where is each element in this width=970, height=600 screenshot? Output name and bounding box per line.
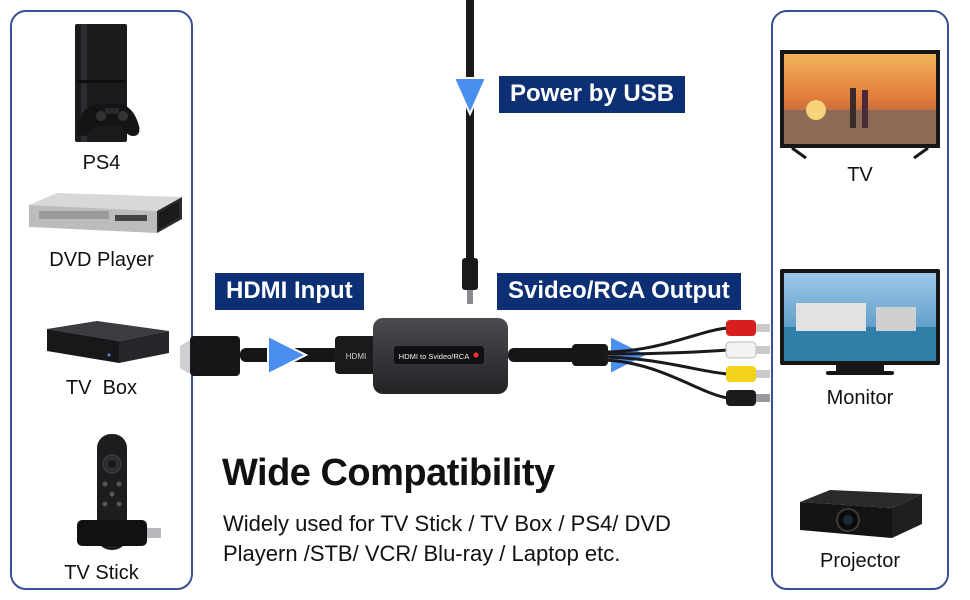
- rca-wire: [603, 355, 729, 376]
- device-tv: TV: [773, 48, 947, 187]
- rca-red-tip: [756, 324, 770, 332]
- description-line: Widely used for TV Stick / TV Box / PS4/…: [223, 511, 671, 536]
- converter-face: [394, 346, 484, 364]
- device-ps4: PS4: [12, 20, 191, 175]
- headline: Wide Compatibility: [222, 452, 555, 494]
- output-tag: Svideo/RCA Output: [497, 273, 741, 310]
- ps4-console-icon: [74, 24, 139, 142]
- power-arrow-icon: [452, 77, 488, 117]
- device-label: Projector: [819, 550, 901, 572]
- dvd-player-icon: [28, 193, 182, 233]
- rca-red-plug: [726, 320, 756, 336]
- usb-plug: [462, 258, 478, 290]
- power-led: [473, 352, 479, 358]
- converter-label: HDMI to Svideo/RCA: [399, 352, 469, 361]
- svideo-wire: [603, 358, 729, 400]
- hdmi-port-label: HDMI: [346, 352, 366, 361]
- device-label: TV Box: [65, 377, 138, 399]
- output-cable-sleeve: [572, 344, 608, 366]
- output-devices-panel: TV Monitor Projector: [771, 10, 949, 590]
- device-label: DVD Player: [49, 249, 154, 271]
- output-cable: [508, 348, 578, 362]
- rca-white-plug: [725, 341, 757, 359]
- hdmi-plug-tip: [180, 340, 190, 374]
- hdmi-plug: [190, 336, 240, 376]
- hdmi-arrow-icon: [267, 334, 309, 376]
- device-tv-box: TV Box: [12, 317, 191, 400]
- source-devices-panel: PS4 DVD Player TV Box: [10, 10, 193, 590]
- device-label: TV: [847, 164, 873, 186]
- device-label: TV Stick: [64, 562, 139, 584]
- tv-icon: [780, 50, 940, 160]
- description-line: Playern /STB/ VCR/ Blu-ray / Laptop etc.: [223, 541, 621, 566]
- device-label: Monitor: [826, 387, 894, 409]
- device-tv-stick: TV Stick: [12, 432, 191, 585]
- hdmi-input-tag: HDMI Input: [215, 273, 364, 310]
- hdmi-port-block: [335, 336, 377, 374]
- rca-yellow-plug: [726, 366, 756, 382]
- tv-stick-icon: [76, 434, 161, 550]
- power-by-usb-tag: Power by USB: [499, 76, 686, 113]
- rca-wire: [603, 326, 729, 354]
- projector-icon: [800, 490, 922, 538]
- monitor-icon: [780, 269, 940, 375]
- description: Widely used for TV Stick / TV Box / PS4/…: [223, 509, 743, 569]
- rca-yellow-tip: [756, 370, 770, 378]
- svideo-tip: [756, 394, 770, 402]
- device-projector: Projector: [773, 484, 947, 573]
- svideo-plug: [726, 390, 756, 406]
- rca-white-tip: [756, 346, 770, 354]
- device-dvd-player: DVD Player: [12, 187, 191, 272]
- device-label: PS4: [82, 152, 121, 174]
- device-monitor: Monitor: [773, 267, 947, 410]
- usb-plug-tip: [467, 290, 473, 304]
- tv-box-icon: [46, 321, 169, 363]
- rca-wire: [603, 348, 729, 356]
